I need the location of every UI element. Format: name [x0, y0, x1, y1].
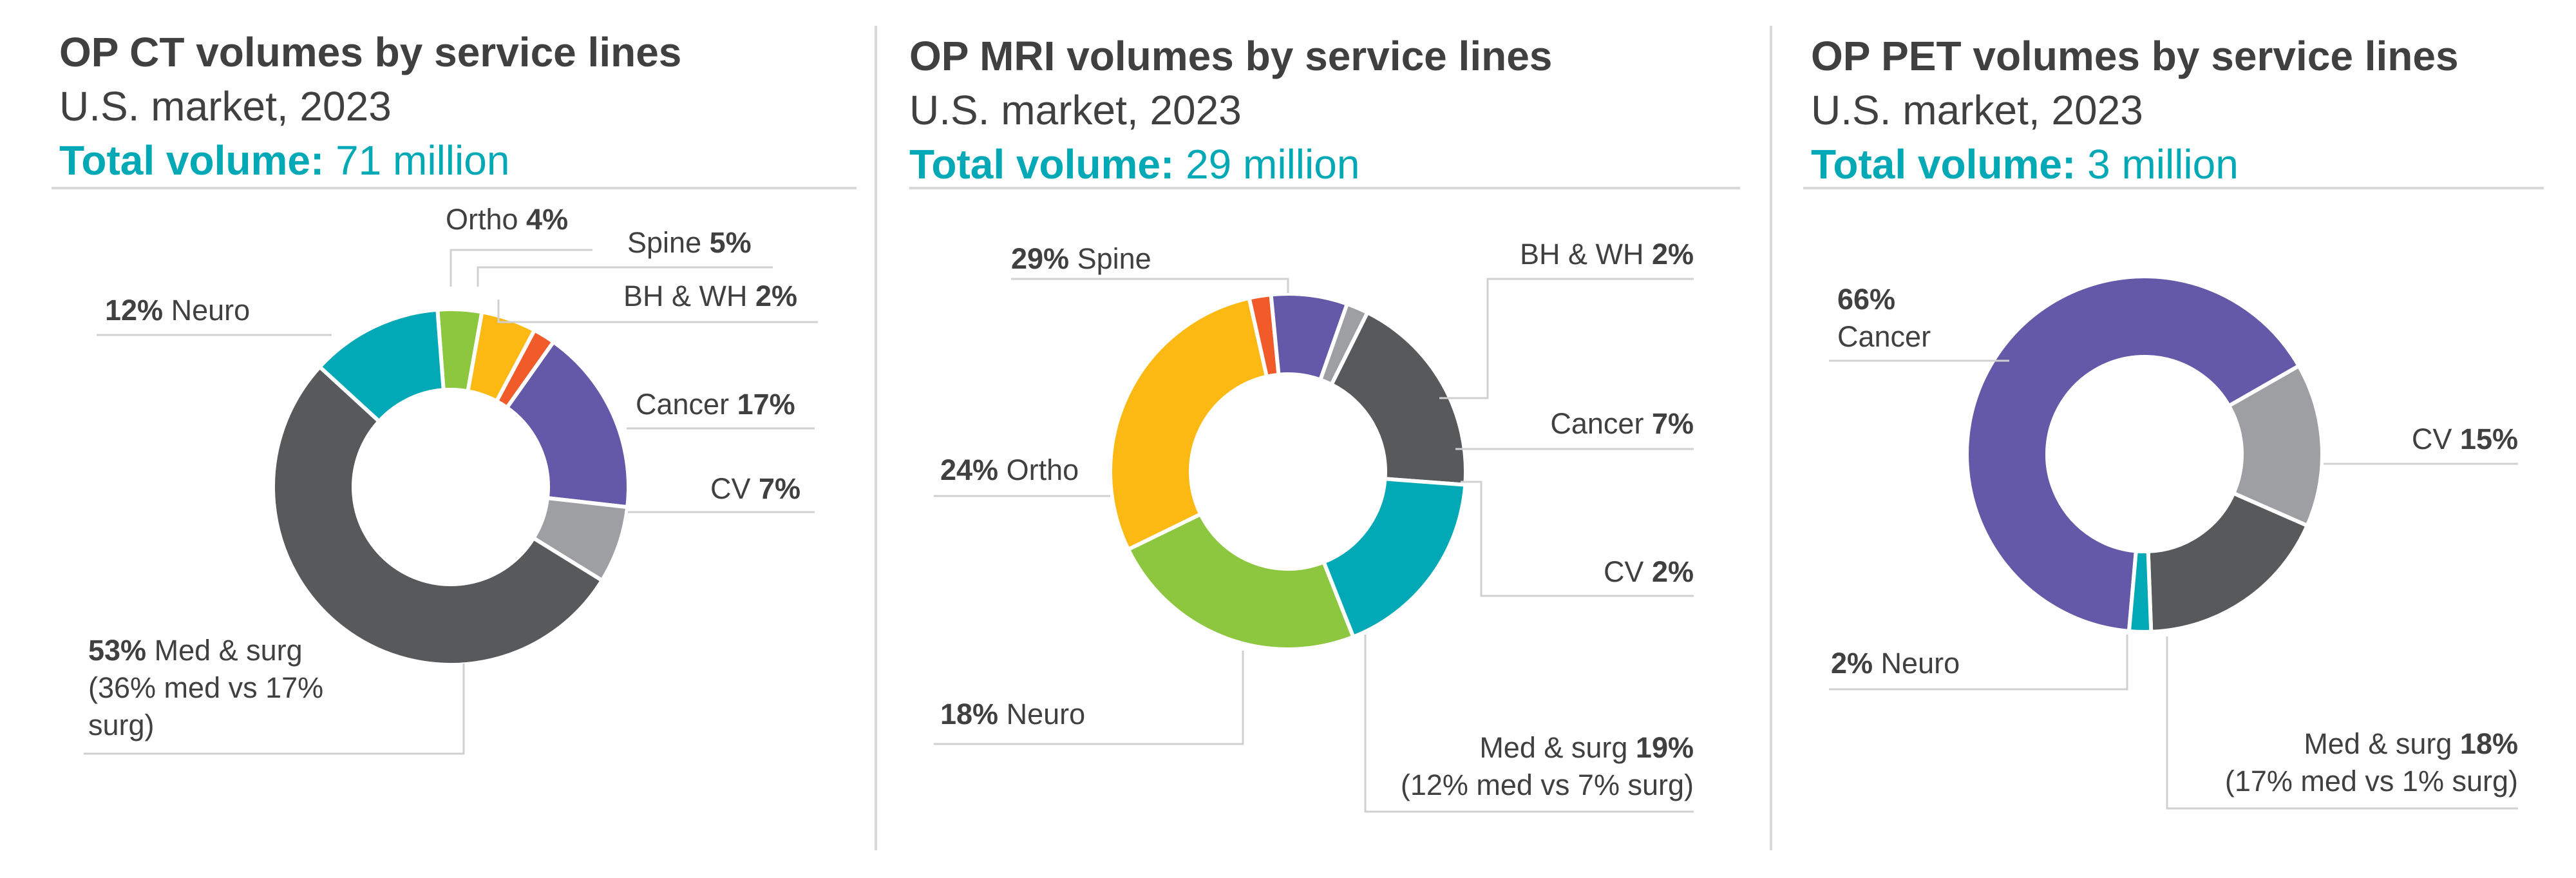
total-volume-value: 29 million [1186, 141, 1360, 187]
total-volume: Total volume: 29 million [909, 140, 1359, 188]
chart-title: OP MRI volumes by service lines [909, 33, 1553, 79]
ct-panel: OP CT volumes by service lines U.S. mark… [0, 0, 876, 878]
label-ortho: 24% Ortho [940, 453, 1079, 486]
label-med-and-surg: 53% Med & surg(36% med vs 17%surg) [88, 634, 323, 741]
mri-panel: OP MRI volumes by service lines U.S. mar… [876, 0, 1765, 878]
leader-line [1461, 481, 1694, 597]
label-med-and-surg: Med & surg 18%(17% med vs 1% surg) [2225, 727, 2518, 797]
total-volume: Total volume: 71 million [59, 137, 509, 184]
label-bh-and-wh: BH & WH 2% [1520, 238, 1694, 271]
op-pet-volumes-by-service-lines-donut [1965, 274, 2324, 634]
leader-line [84, 663, 465, 755]
leader-line [497, 300, 818, 323]
total-volume-value: 71 million [336, 137, 510, 184]
panel-divider [1770, 26, 1772, 850]
op-mri-volumes-by-service-lines-donut [1108, 292, 1468, 651]
slice-neuro [1321, 477, 1468, 640]
total-volume-label: Total volume: [909, 141, 1175, 187]
slice-cancer [1965, 274, 2302, 634]
leader-line [1364, 635, 1694, 813]
total-volume-value: 3 million [2087, 141, 2239, 187]
header-rule [52, 187, 857, 189]
leader-line [1011, 278, 1289, 293]
label-cancer: Cancer 7% [1550, 407, 1694, 440]
chart-subtitle: U.S. market, 2023 [1811, 87, 2143, 133]
chart-title: OP PET volumes by service lines [1811, 33, 2459, 79]
label-cancer: 66%Cancer [1837, 283, 1931, 353]
label-neuro: 18% Neuro [940, 698, 1085, 730]
label-bh-and-wh: BH & WH 2% [623, 280, 797, 312]
total-volume: Total volume: 3 million [1811, 140, 2239, 188]
slice-labels: Ortho 4% Spine 5% BH & WH 2% Cancer 17% CV 7… [84, 203, 818, 755]
label-med-and-surg: Med & surg 19%(12% med vs 7% surg) [1401, 731, 1694, 801]
slice-cv [2226, 363, 2324, 528]
label-spine: Spine 5% [627, 226, 752, 259]
leader-line [2166, 636, 2518, 810]
label-cv: CV 7% [710, 472, 800, 505]
label-ortho: Ortho 4% [446, 203, 568, 236]
slice-neuro [2126, 549, 2154, 634]
chart-subtitle: U.S. market, 2023 [909, 87, 1242, 133]
label-neuro: 2% Neuro [1831, 647, 1960, 680]
chart-subtitle: U.S. market, 2023 [59, 83, 392, 129]
panel-divider [875, 26, 877, 850]
chart-title: OP CT volumes by service lines [59, 29, 682, 75]
pet-panel: OP PET volumes by service lines U.S. mar… [1771, 0, 2576, 878]
slice-cancer [504, 339, 630, 510]
total-volume-label: Total volume: [59, 137, 325, 184]
label-cv: CV 15% [2412, 423, 2518, 455]
slice-med-and-surg [271, 364, 605, 667]
slice-med-and-surg [1329, 310, 1468, 487]
label-neuro: 12% Neuro [105, 294, 250, 327]
slice-med-and-surg [2146, 490, 2310, 634]
label-cancer: Cancer 17% [636, 388, 795, 421]
leader-line [477, 266, 773, 287]
leader-line [450, 249, 592, 287]
slice-neuro [317, 307, 446, 425]
slice-labels: 29% Spine BH & WH 2% Cancer 7% CV 2% Med & s… [934, 238, 1694, 813]
label-cv: CV 2% [1604, 555, 1694, 588]
slice-ortho [1125, 511, 1356, 651]
header-rule [1803, 187, 2544, 189]
slice-spine [1108, 296, 1269, 553]
slice-labels: 66%Cancer CV 15% Med & surg 18%(17% med vs… [1829, 283, 2518, 810]
label-spine: 29% Spine [1011, 242, 1151, 275]
leader-line [934, 651, 1244, 745]
header-rule [909, 187, 1740, 189]
op-ct-volumes-by-service-lines-donut [271, 307, 630, 667]
leader-line [1439, 278, 1694, 399]
total-volume-label: Total volume: [1811, 141, 2076, 187]
leader-line [1829, 635, 2128, 691]
